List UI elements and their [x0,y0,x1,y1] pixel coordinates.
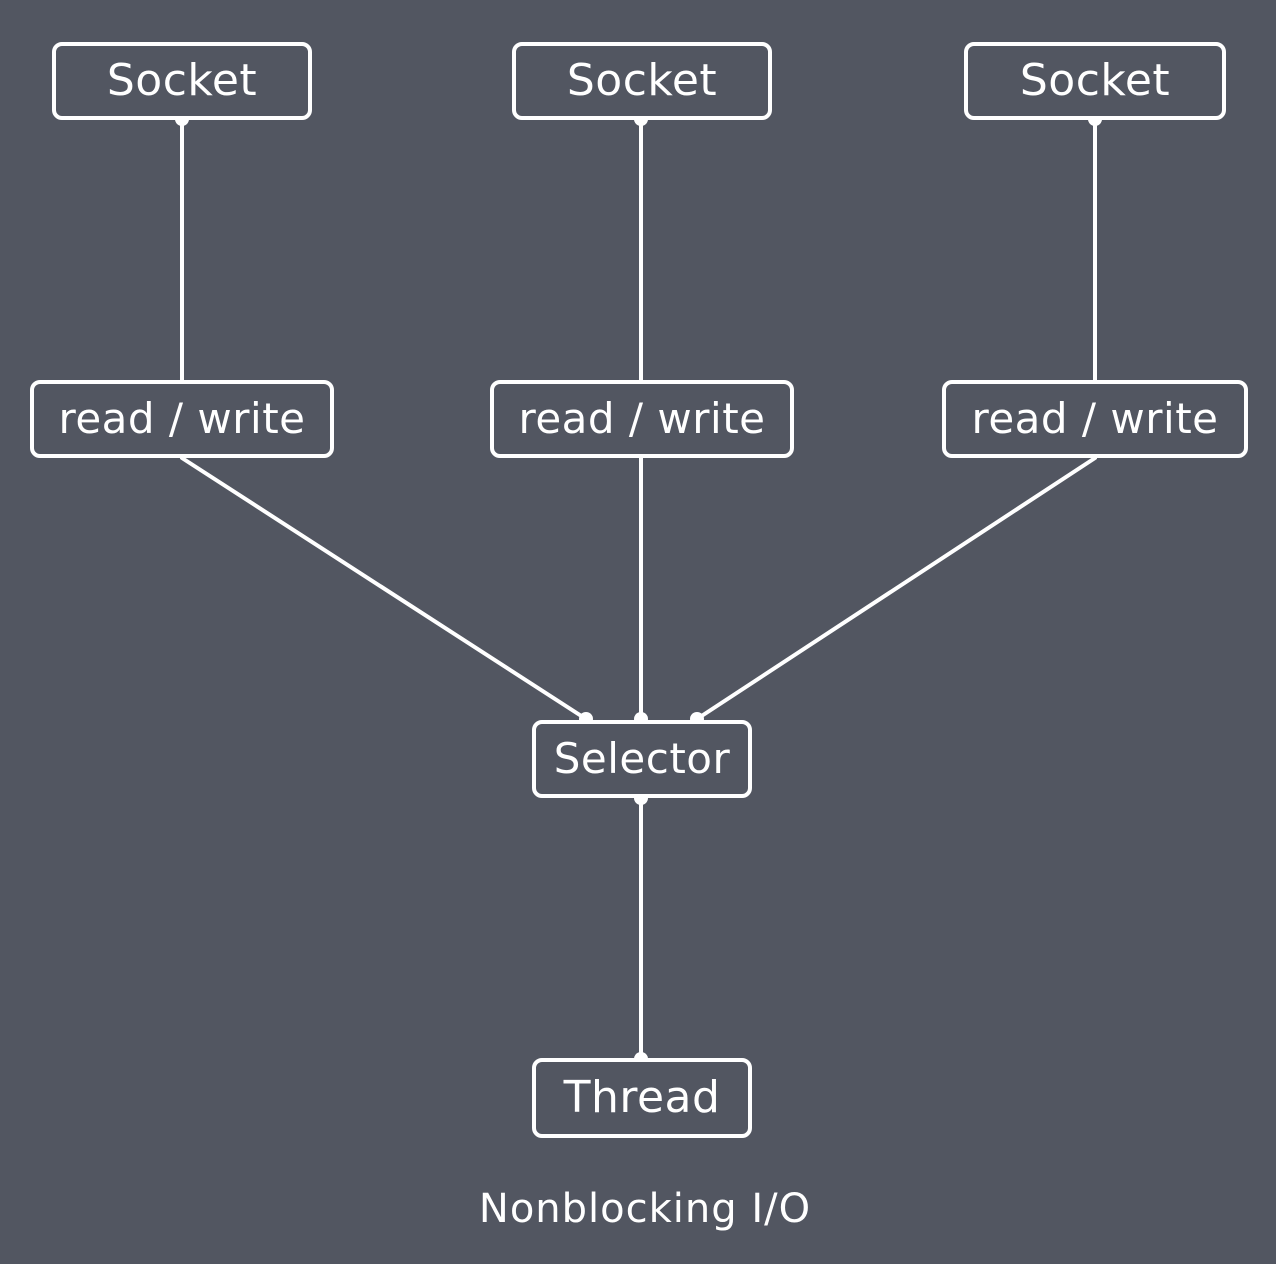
socket-node: Socket [512,42,772,120]
socket-node: Socket [52,42,312,120]
selector-label: Selector [553,734,731,783]
read-write-node: read / write [30,380,334,458]
thread-label: Thread [563,1072,721,1123]
edge-rw3-selector [695,456,1097,721]
thread-node: Thread [532,1058,752,1138]
read-write-node: read / write [490,380,794,458]
socket-label: Socket [106,55,258,106]
read-write-node: read / write [942,380,1248,458]
socket-label: Socket [566,55,718,106]
socket-node: Socket [964,42,1226,120]
selector-node: Selector [532,720,752,798]
read-write-label: read / write [518,394,766,443]
diagram-caption: Nonblocking I/O [478,1186,812,1232]
read-write-label: read / write [58,394,306,443]
socket-label: Socket [1019,55,1171,106]
read-write-label: read / write [971,394,1219,443]
edge-rw1-selector [180,456,588,721]
